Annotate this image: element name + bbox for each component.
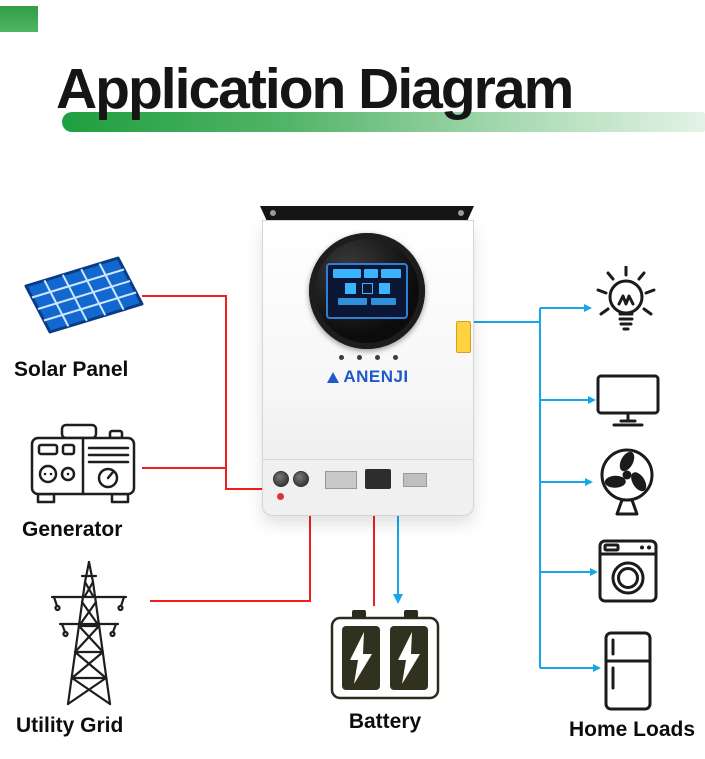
line-solar-to-inverter (142, 296, 264, 489)
arrow-fan (585, 478, 593, 486)
lcd-segment (371, 298, 396, 305)
washer-shape (598, 539, 658, 603)
title-underline-bar (62, 112, 705, 132)
light-bulb-icon (590, 266, 662, 344)
lcd-icon (378, 283, 390, 294)
input-lines (142, 296, 374, 606)
lcd-screen (326, 263, 408, 319)
utility-grid-icon (24, 552, 154, 710)
mounting-bracket (260, 206, 474, 220)
monitor-icon (596, 374, 660, 430)
display-ring (309, 233, 425, 349)
arrow-fridge (593, 664, 601, 672)
arrow-washer (590, 568, 598, 576)
line-grid-to-inverter (150, 513, 310, 601)
lcd-segment (333, 269, 362, 278)
screw-icon (270, 210, 276, 216)
body-seam (263, 459, 473, 460)
touch-buttons (263, 355, 473, 360)
corner-accent (0, 6, 38, 32)
utility-grid-label: Utility Grid (16, 714, 124, 737)
battery-bank (330, 610, 440, 700)
cable-gland-icon (273, 471, 289, 487)
generator-label: Generator (22, 518, 123, 541)
brand-logo-mark-icon (327, 371, 340, 383)
touch-button-icon (338, 355, 344, 360)
inverter-body: ANENJI (262, 220, 474, 516)
battery-icon (330, 610, 440, 700)
lcd-segment (381, 269, 402, 278)
output-lines (398, 308, 593, 668)
home-loads-label: Home Loads (568, 718, 696, 741)
arrow-battery (393, 594, 403, 604)
washing-machine-icon (598, 539, 658, 603)
screw-icon (458, 210, 464, 216)
bulb-shape (598, 267, 654, 329)
lightning-bolt-icon (398, 632, 420, 684)
fridge-shape (604, 631, 652, 711)
generator-outline (30, 423, 136, 504)
lcd-segment (338, 298, 368, 305)
fan-shape (600, 448, 654, 514)
battery-label: Battery (348, 710, 422, 733)
lcd-icon-row (333, 283, 401, 294)
refrigerator-icon (604, 631, 652, 711)
inverter-unit: ANENJI (260, 206, 474, 516)
monitor-shape (596, 374, 660, 425)
arrowheads (393, 304, 601, 672)
solar-panel-grid (32, 264, 136, 327)
power-indicator (277, 493, 284, 500)
terminal-block (325, 471, 357, 489)
arrow-bulb (584, 304, 592, 312)
cable-gland-icon (293, 471, 309, 487)
lcd-readout-row (333, 269, 402, 278)
lightning-bolt-icon (350, 632, 372, 684)
lcd-icon (344, 283, 356, 294)
touch-button-icon (374, 355, 380, 360)
generator-outlet-pins (43, 472, 70, 476)
brand-logo: ANENJI (263, 367, 473, 387)
brand-name: ANENJI (343, 367, 409, 386)
washer-knobs (640, 545, 651, 550)
touch-button-icon (356, 355, 362, 360)
touch-button-icon (392, 355, 398, 360)
lcd-status-row (338, 298, 396, 305)
arrow-monitor (588, 396, 596, 404)
solar-panel-icon (24, 256, 144, 334)
lcd-icon (361, 283, 373, 294)
warning-sticker (456, 321, 471, 353)
transmission-tower (52, 562, 126, 704)
lcd-segment (364, 269, 379, 278)
fan-icon (600, 448, 654, 522)
breaker-switch (365, 469, 391, 489)
page-title: Application Diagram (56, 57, 574, 121)
comm-port (403, 473, 427, 487)
solar-panel-label: Solar Panel (14, 358, 129, 381)
generator-icon (30, 423, 136, 504)
